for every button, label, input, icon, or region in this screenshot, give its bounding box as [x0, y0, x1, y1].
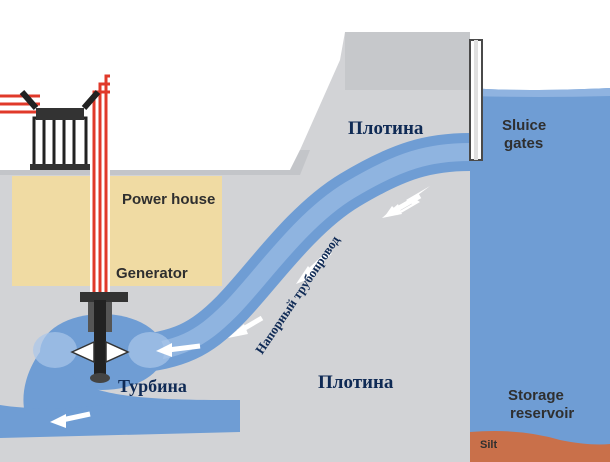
- transmission-lines-icon: [0, 74, 110, 114]
- label-sluice-line2: gates: [504, 135, 543, 152]
- generator-shaft: [90, 100, 110, 298]
- label-sluice-line1: Sluice: [502, 117, 546, 134]
- label-storage-line1: Storage: [508, 387, 564, 404]
- flow-arrow-icon: [50, 186, 430, 428]
- label-dam-upper: Плотина: [348, 118, 424, 139]
- label-power-house: Power house: [122, 191, 215, 208]
- generator-icon: [19, 90, 101, 170]
- label-generator: Generator: [116, 265, 188, 282]
- penstock: [127, 133, 471, 374]
- silt-layer: [470, 431, 610, 462]
- power-house: [12, 176, 222, 286]
- label-turbine: Турбина: [118, 376, 187, 396]
- label-silt: Silt: [480, 439, 497, 451]
- label-dam-lower: Плотина: [318, 372, 394, 393]
- sluice-gate-icon: [469, 39, 483, 161]
- storage-reservoir: [470, 88, 610, 462]
- turbine-icon: [70, 292, 130, 383]
- label-storage-line2: reservoir: [510, 405, 574, 422]
